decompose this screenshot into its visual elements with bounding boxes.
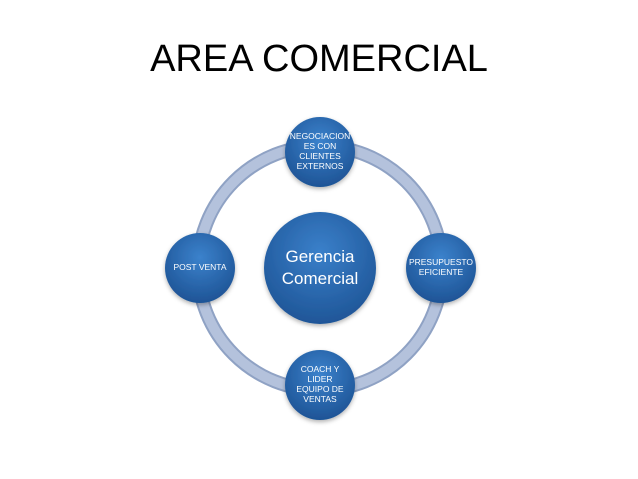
node-top-circle: [285, 117, 355, 187]
center-label: Gerencia Comercial: [281, 246, 359, 288]
center-circle: [264, 212, 376, 324]
node-bottom-label: COACH Y LIDER EQUIPO DE VENTAS: [296, 364, 344, 404]
node-left-circle: [165, 233, 235, 303]
node-right-label: PRESUPUESTO EFICIENTE: [408, 257, 474, 277]
page-title: AREA COMERCIAL: [150, 38, 488, 80]
node-right-circle: [406, 233, 476, 303]
node-top-label: NEGOCIACION ES CON CLIENTES EXTERNOS: [289, 131, 351, 171]
node-bottom-circle: [285, 350, 355, 420]
node-left-label: POST VENTA: [173, 262, 227, 273]
